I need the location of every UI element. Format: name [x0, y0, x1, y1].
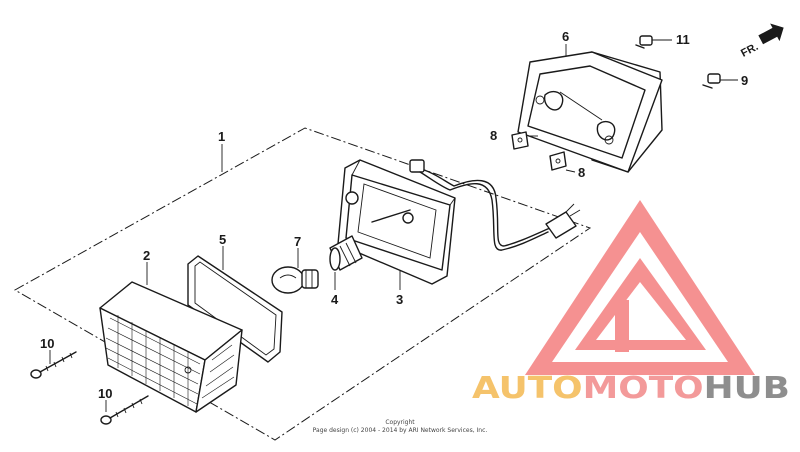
callout-bulb: 7 — [294, 234, 301, 249]
watermark-word-2: MOTO — [583, 371, 704, 406]
nut-clip-lower — [549, 151, 567, 171]
callout-socket: 4 — [331, 292, 339, 307]
assembly-outline — [13, 127, 592, 441]
front-direction-indicator — [758, 23, 784, 45]
screw-lower-part — [100, 395, 149, 425]
copyright-line-2: Page design (c) 2004 - 2014 by ARI Netwo… — [313, 427, 488, 434]
socket-part — [329, 235, 363, 271]
callout-case: 6 — [562, 29, 569, 44]
callout-lens: 2 — [143, 248, 150, 263]
gasket-part — [187, 255, 283, 363]
callout-screw-upper: 10 — [40, 336, 54, 351]
bulb-part — [271, 266, 319, 294]
callout-nut-upper: 8 — [490, 128, 497, 143]
watermark-word-3: HUB — [704, 371, 790, 406]
callout-gasket: 5 — [219, 232, 226, 247]
callout-bolt-top: 11 — [676, 32, 690, 47]
bolt-right-part — [702, 73, 738, 89]
watermark-logo — [525, 200, 755, 375]
case-part — [517, 51, 663, 173]
copyright-line-1: Copyright — [385, 419, 415, 426]
housing-part — [337, 159, 581, 285]
callout-bolt-right: 9 — [741, 73, 748, 88]
leader-lines — [49, 44, 576, 412]
lens-part — [99, 281, 243, 413]
nut-clip-upper — [511, 131, 529, 150]
callout-housing: 3 — [396, 292, 403, 307]
callout-lens-assembly: 1 — [218, 129, 225, 144]
callout-nut-lower: 8 — [578, 165, 585, 180]
lens-hatch-pattern — [105, 315, 235, 406]
watermark-word-1: AUTO — [472, 371, 583, 406]
screw-upper-part — [30, 351, 77, 379]
bolt-top-part — [635, 35, 672, 49]
direction-arrow-icon — [758, 23, 784, 45]
callout-screw-lower: 10 — [98, 386, 112, 401]
direction-label: FR. — [739, 41, 760, 60]
